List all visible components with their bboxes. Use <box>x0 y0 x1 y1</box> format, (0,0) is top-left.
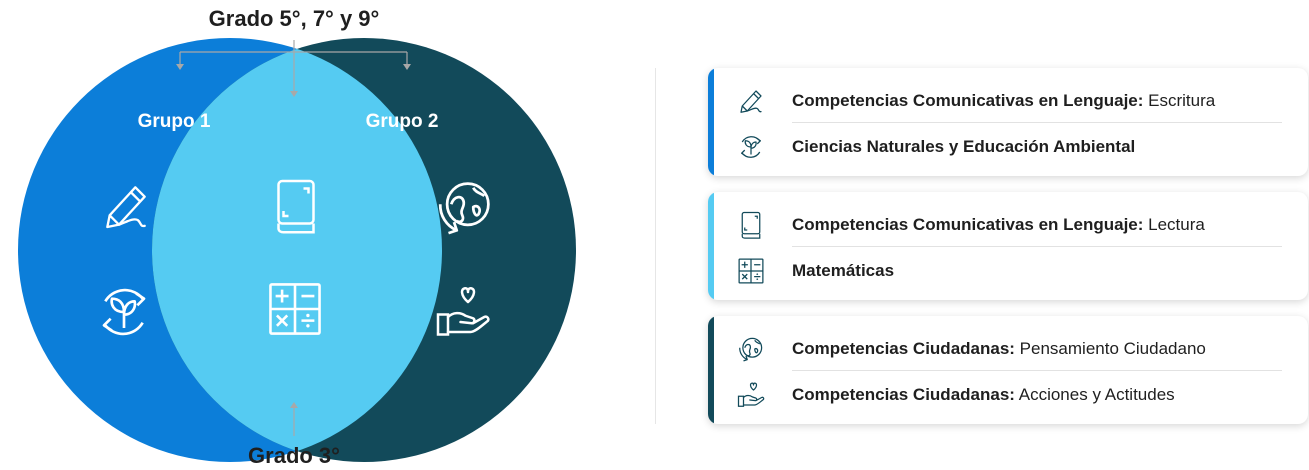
card-row: Competencias Ciudadanas: Acciones y Acti… <box>736 370 1288 420</box>
card-accent <box>708 316 714 424</box>
group-1-label: Grupo 1 <box>138 111 211 132</box>
card-group-1: Competencias Comunicativas en Lenguaje: … <box>708 68 1308 176</box>
card-row: Ciencias Naturales y Educación Ambiental <box>736 122 1288 172</box>
arrowheads <box>176 64 411 408</box>
calculator-icon <box>736 256 766 286</box>
row-text: Competencias Ciudadanas: Pensamiento Ciu… <box>792 339 1206 358</box>
globe-icon <box>736 334 766 364</box>
venn-diagram: Grado 5°, 7° y 9° Grado 3° Grupo 1 Grupo… <box>18 6 576 468</box>
row-text: Ciencias Naturales y Educación Ambiental <box>792 137 1136 156</box>
card-accent <box>708 68 714 176</box>
intersection-area <box>152 38 442 462</box>
group-2-label: Grupo 2 <box>366 111 439 132</box>
top-bracket-arrows <box>179 40 408 436</box>
bottom-grade-label: Grado 3° <box>248 443 340 468</box>
card-row: Matemáticas <box>736 246 1288 296</box>
card-row: Competencias Comunicativas en Lenguaje: … <box>736 200 1288 250</box>
row-text: Competencias Comunicativas en Lenguaje: … <box>792 215 1205 234</box>
pencil-icon <box>736 86 766 116</box>
row-text: Matemáticas <box>792 261 895 280</box>
card-intersection: Competencias Comunicativas en Lenguaje: … <box>708 192 1308 300</box>
top-grade-label: Grado 5°, 7° y 9° <box>209 6 380 31</box>
card-row: Competencias Comunicativas en Lenguaje: … <box>736 76 1288 126</box>
book-icon <box>736 210 766 240</box>
row-separator <box>792 246 1282 247</box>
row-text: Competencias Ciudadanas: Acciones y Acti… <box>792 385 1175 404</box>
card-row: Competencias Ciudadanas: Pensamiento Ciu… <box>736 324 1288 374</box>
hand-heart-icon <box>736 380 766 410</box>
row-separator <box>792 122 1282 123</box>
card-accent <box>708 192 714 300</box>
card-group-2: Competencias Ciudadanas: Pensamiento Ciu… <box>708 316 1308 424</box>
row-text: Competencias Comunicativas en Lenguaje: … <box>792 91 1216 110</box>
vertical-divider <box>655 68 656 424</box>
recycle-leaf-icon <box>736 132 766 162</box>
row-separator <box>792 370 1282 371</box>
